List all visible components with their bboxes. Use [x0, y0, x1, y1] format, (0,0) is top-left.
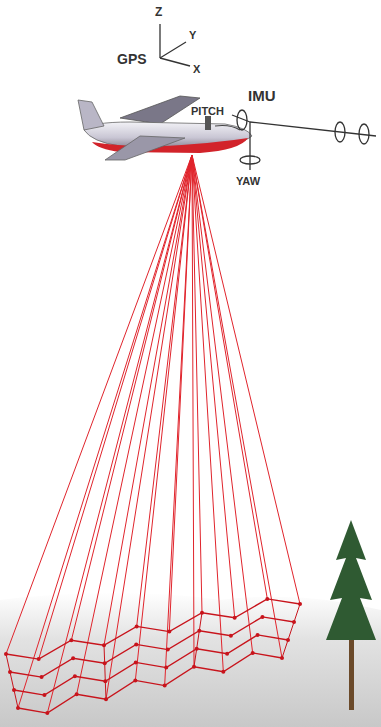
- laser-beam: [39, 155, 192, 659]
- laser-beam: [192, 155, 282, 658]
- scan-line: [6, 654, 18, 708]
- laser-beam: [165, 155, 192, 686]
- axis-label: Y: [189, 30, 196, 41]
- imu-symbol: [232, 110, 376, 170]
- imu-label: IMU: [248, 88, 276, 103]
- laser-beam: [106, 155, 192, 699]
- laser-beam: [77, 155, 192, 694]
- scan-line: [6, 599, 300, 659]
- laser-beam: [71, 155, 192, 640]
- laser-beam: [6, 155, 192, 654]
- axis-label: X: [193, 64, 200, 75]
- laser-beam: [18, 155, 192, 708]
- gps-label: GPS: [117, 52, 147, 66]
- scan-line: [10, 617, 294, 677]
- scan-line: [18, 653, 282, 713]
- laser-beam: [192, 155, 253, 653]
- scan-pattern: [4, 597, 302, 715]
- laser-beam: [137, 155, 192, 626]
- ground: [0, 593, 381, 727]
- laser-beam: [192, 155, 194, 667]
- scan-line: [14, 635, 288, 695]
- laser-beam: [192, 155, 223, 672]
- imu-axis-label: PITCH: [191, 106, 224, 117]
- gps-axes: [160, 24, 190, 66]
- airplane: [78, 96, 252, 160]
- scan-line: [282, 604, 300, 658]
- scan-line: [194, 613, 202, 667]
- laser-beams: [6, 155, 300, 713]
- axis-label: Z: [155, 6, 162, 18]
- laser-beam: [47, 155, 192, 713]
- imu-axis-label: YAW: [236, 176, 260, 187]
- laser-beam: [135, 155, 192, 680]
- tree: [326, 520, 376, 710]
- laser-beam: [104, 155, 192, 645]
- scan-line: [104, 645, 106, 699]
- laser-beam: [192, 155, 300, 604]
- laser-beam: [192, 155, 267, 599]
- laser-beam: [192, 155, 235, 618]
